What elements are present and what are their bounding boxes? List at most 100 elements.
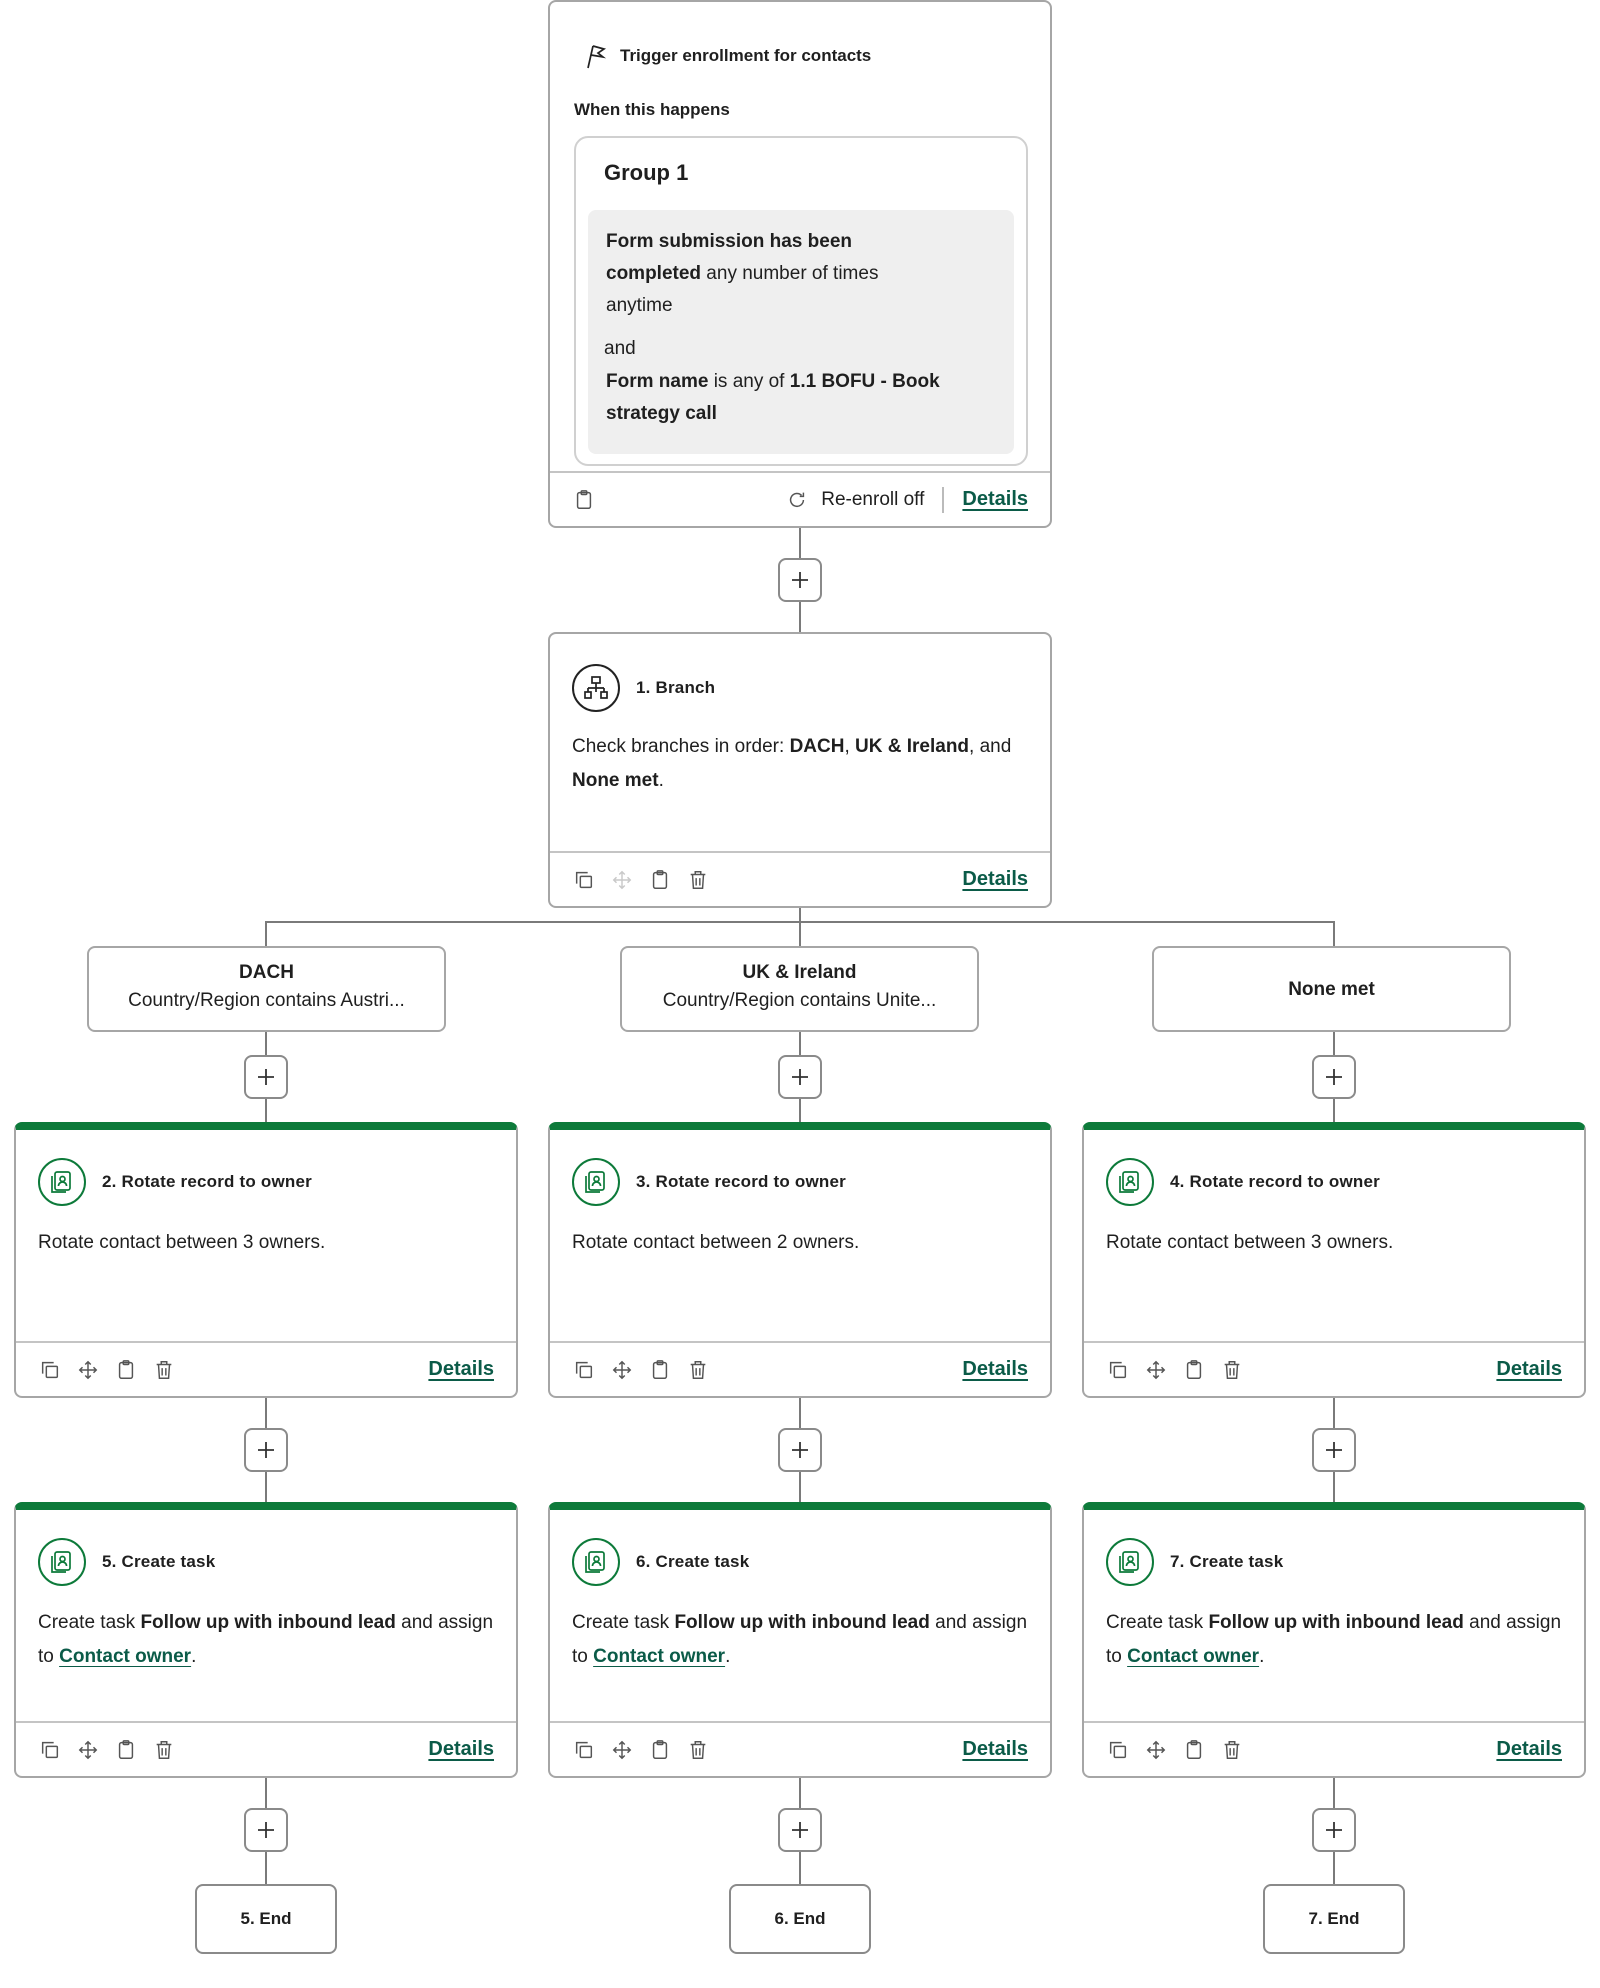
- refresh-icon: [785, 488, 809, 512]
- filter-2: Form name is any of 1.1 BOFU - Book stra…: [606, 371, 940, 424]
- details-link[interactable]: Details: [962, 1738, 1028, 1760]
- action-footer: Details: [1084, 1341, 1584, 1396]
- trash-icon[interactable]: [1220, 1358, 1244, 1382]
- contact-owner-link[interactable]: Contact owner: [1127, 1646, 1260, 1667]
- action-title: 4. Rotate record to owner: [1170, 1172, 1380, 1191]
- rotate-card-2[interactable]: 3. Rotate record to owner Rotate contact…: [548, 1122, 1052, 1398]
- add-step-button[interactable]: [778, 558, 822, 602]
- branch-icon: [572, 664, 620, 712]
- add-step-button[interactable]: [244, 1808, 288, 1852]
- plus-icon: [1326, 1442, 1342, 1458]
- action-title: 7. Create task: [1170, 1552, 1284, 1571]
- copy-icon[interactable]: [38, 1738, 62, 1762]
- trash-icon[interactable]: [152, 1358, 176, 1382]
- plus-icon: [792, 1442, 808, 1458]
- copy-icon[interactable]: [1106, 1358, 1130, 1382]
- reenroll-toggle[interactable]: Re-enroll off: [785, 488, 924, 512]
- clipboard-icon[interactable]: [572, 488, 596, 512]
- branch-card[interactable]: 1. Branch Check branches in order: DACH,…: [548, 632, 1052, 908]
- rotate-card-3[interactable]: 4. Rotate record to owner Rotate contact…: [1082, 1122, 1586, 1398]
- copy-icon[interactable]: [572, 1358, 596, 1382]
- trigger-header: Trigger enrollment for contacts: [582, 42, 871, 70]
- filter-1: Form submission has been completed any n…: [606, 231, 879, 316]
- task-card-1[interactable]: 5. Create task Create task Follow up wit…: [14, 1502, 518, 1778]
- trigger-card[interactable]: Trigger enrollment for contacts When thi…: [548, 0, 1052, 528]
- connector-line: [799, 906, 801, 923]
- copy-icon[interactable]: [38, 1358, 62, 1382]
- rotate-owner-icon: [1106, 1538, 1154, 1586]
- flag-icon: [582, 42, 608, 70]
- connector-line: [799, 921, 801, 946]
- branch-details-link[interactable]: Details: [962, 868, 1028, 890]
- plus-icon: [1326, 1069, 1342, 1085]
- clipboard-icon[interactable]: [648, 1738, 672, 1762]
- rotate-owner-icon: [572, 1158, 620, 1206]
- move-icon[interactable]: [610, 1358, 634, 1382]
- trigger-details-link[interactable]: Details: [962, 488, 1028, 510]
- filter-box[interactable]: Form submission has been completed any n…: [588, 210, 1014, 454]
- filter-group[interactable]: Group 1 Form submission has been complet…: [574, 136, 1028, 466]
- action-footer: Details: [550, 1341, 1050, 1396]
- action-footer: Details: [16, 1341, 516, 1396]
- action-body: Rotate contact between 2 owners.: [572, 1232, 860, 1253]
- action-footer: Details: [550, 1721, 1050, 1776]
- action-title: 6. Create task: [636, 1552, 750, 1571]
- move-icon: [610, 868, 634, 892]
- branch-label-dach[interactable]: DACH Country/Region contains Austri...: [87, 946, 446, 1032]
- plus-icon: [1326, 1822, 1342, 1838]
- details-link[interactable]: Details: [962, 1358, 1028, 1380]
- action-title: 2. Rotate record to owner: [102, 1172, 312, 1191]
- add-step-button[interactable]: [1312, 1055, 1356, 1099]
- trash-icon[interactable]: [686, 868, 710, 892]
- clipboard-icon[interactable]: [114, 1358, 138, 1382]
- clipboard-icon[interactable]: [114, 1738, 138, 1762]
- clipboard-icon[interactable]: [1182, 1358, 1206, 1382]
- add-step-button[interactable]: [1312, 1428, 1356, 1472]
- action-footer: Details: [16, 1721, 516, 1776]
- details-link[interactable]: Details: [428, 1738, 494, 1760]
- action-title: 3. Rotate record to owner: [636, 1172, 846, 1191]
- branch-description: Check branches in order: DACH, UK & Irel…: [572, 736, 1012, 791]
- add-step-button[interactable]: [778, 1055, 822, 1099]
- details-link[interactable]: Details: [1496, 1358, 1562, 1380]
- add-step-button[interactable]: [244, 1055, 288, 1099]
- filter-joiner: and: [604, 338, 636, 359]
- move-icon[interactable]: [610, 1738, 634, 1762]
- rotate-card-1[interactable]: 2. Rotate record to owner Rotate contact…: [14, 1122, 518, 1398]
- clipboard-icon[interactable]: [648, 868, 672, 892]
- details-link[interactable]: Details: [428, 1358, 494, 1380]
- end-node: 6. End: [729, 1884, 871, 1954]
- copy-icon[interactable]: [572, 868, 596, 892]
- move-icon[interactable]: [1144, 1738, 1168, 1762]
- add-step-button[interactable]: [1312, 1808, 1356, 1852]
- clipboard-icon[interactable]: [648, 1358, 672, 1382]
- task-card-3[interactable]: 7. Create task Create task Follow up wit…: [1082, 1502, 1586, 1778]
- action-body: Rotate contact between 3 owners.: [38, 1232, 326, 1253]
- move-icon[interactable]: [76, 1358, 100, 1382]
- branch-label-none-met[interactable]: None met: [1152, 946, 1511, 1032]
- end-node: 5. End: [195, 1884, 337, 1954]
- contact-owner-link[interactable]: Contact owner: [593, 1646, 726, 1667]
- trigger-title: Trigger enrollment for contacts: [620, 46, 872, 65]
- trash-icon[interactable]: [1220, 1738, 1244, 1762]
- add-step-button[interactable]: [778, 1428, 822, 1472]
- move-icon[interactable]: [1144, 1358, 1168, 1382]
- branch-header: 1. Branch: [572, 664, 715, 712]
- trash-icon[interactable]: [152, 1738, 176, 1762]
- contact-owner-link[interactable]: Contact owner: [59, 1646, 192, 1667]
- add-step-button[interactable]: [778, 1808, 822, 1852]
- move-icon[interactable]: [76, 1738, 100, 1762]
- reenroll-label: Re-enroll off: [821, 488, 925, 510]
- rotate-owner-icon: [38, 1538, 86, 1586]
- task-card-2[interactable]: 6. Create task Create task Follow up wit…: [548, 1502, 1052, 1778]
- copy-icon[interactable]: [572, 1738, 596, 1762]
- branch-label-uk-ireland[interactable]: UK & Ireland Country/Region contains Uni…: [620, 946, 979, 1032]
- copy-icon[interactable]: [1106, 1738, 1130, 1762]
- action-footer: Details: [1084, 1721, 1584, 1776]
- add-step-button[interactable]: [244, 1428, 288, 1472]
- trash-icon[interactable]: [686, 1738, 710, 1762]
- action-body: Create task Follow up with inbound lead …: [38, 1612, 494, 1667]
- trash-icon[interactable]: [686, 1358, 710, 1382]
- details-link[interactable]: Details: [1496, 1738, 1562, 1760]
- clipboard-icon[interactable]: [1182, 1738, 1206, 1762]
